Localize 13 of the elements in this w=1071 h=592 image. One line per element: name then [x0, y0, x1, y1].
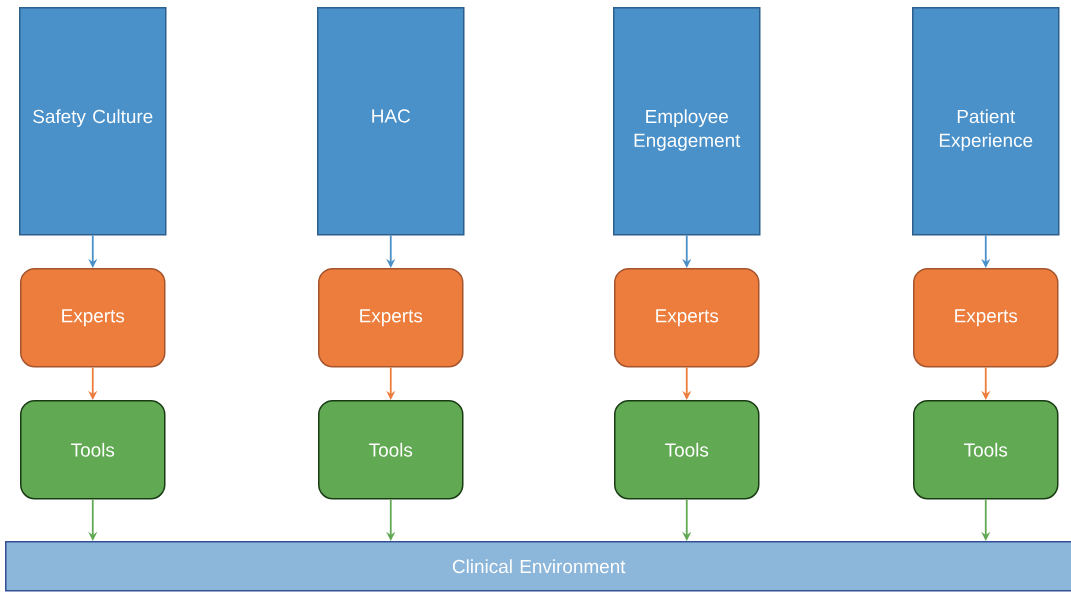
topic-box: Safety Culture: [19, 7, 167, 236]
expert-box: Experts: [913, 268, 1059, 368]
topic-box: Employee Engagement: [613, 7, 761, 236]
topic-box: HAC: [317, 7, 465, 236]
topic-box: Patient Experience: [912, 7, 1060, 236]
tool-box: Tools: [913, 400, 1059, 500]
tool-box: Tools: [318, 400, 464, 500]
expert-box: Experts: [20, 268, 166, 368]
tool-box: Tools: [20, 400, 166, 500]
tool-box: Tools: [614, 400, 760, 500]
environment-bar: Clinical Environment: [5, 541, 1071, 592]
expert-box: Experts: [318, 268, 464, 368]
expert-box: Experts: [614, 268, 760, 368]
